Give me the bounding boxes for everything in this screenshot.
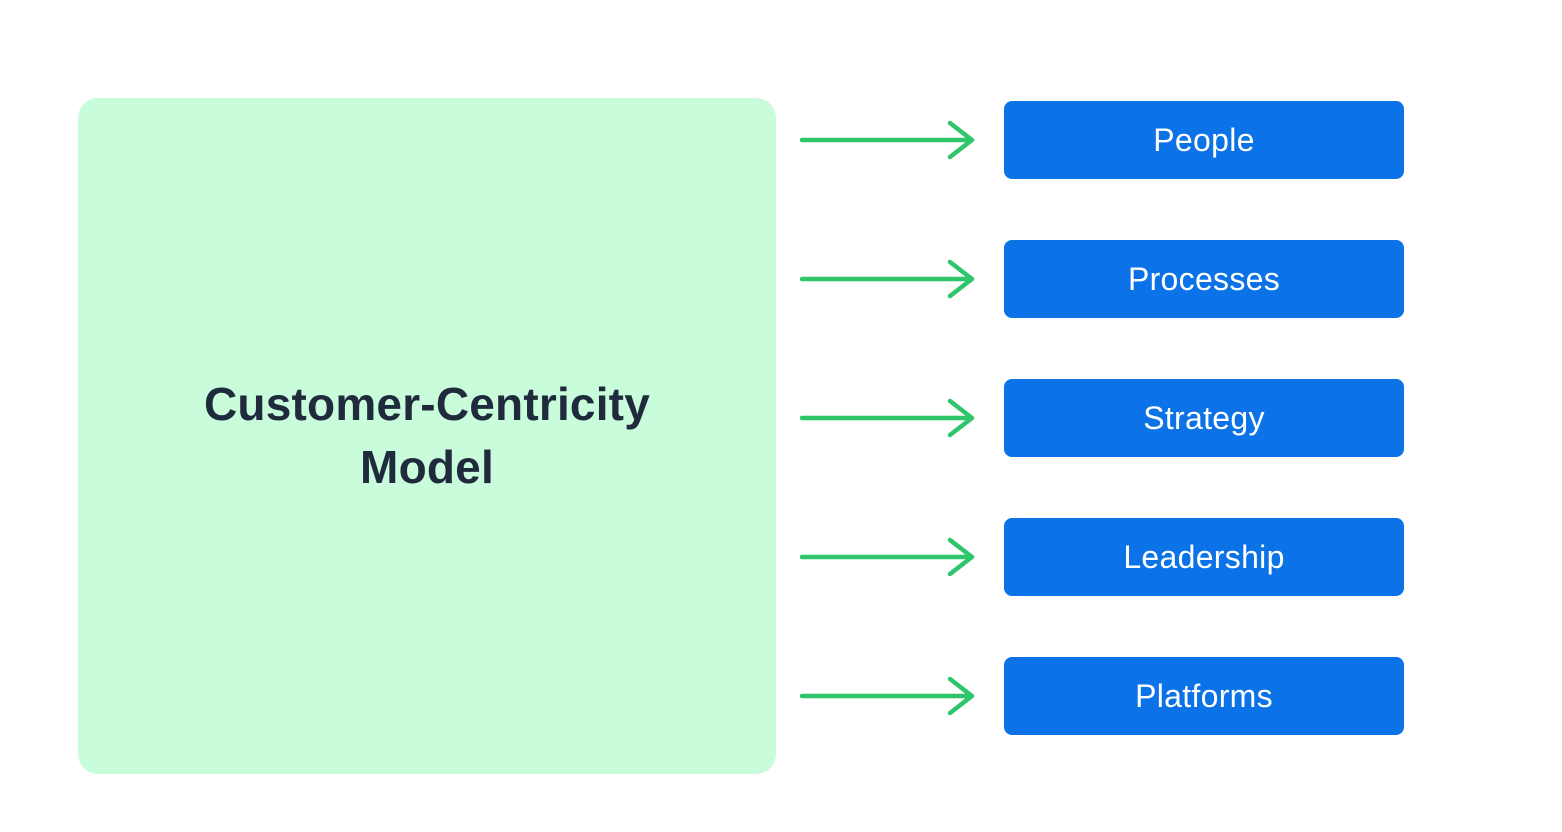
node-people: People [1004,101,1404,179]
branch-row: Leadership [800,518,1404,596]
node-label: People [1153,121,1255,158]
node-label: Processes [1127,260,1281,297]
node-platforms: Platforms [1004,657,1404,735]
node-label: Strategy [1143,399,1265,436]
node-label: Leadership [1123,538,1285,575]
node-processes: Processes [1004,240,1404,318]
arrow-right-icon [800,259,975,299]
arrow-right-icon [800,537,975,577]
node-label: Platforms [1135,677,1273,714]
arrow-right-icon [800,398,975,438]
branch-row: People [800,101,1404,179]
diagram-title: Customer-Centricity Model [204,378,650,493]
branch-row: Strategy [800,379,1404,457]
customer-centricity-panel: Customer-Centricity Model [78,98,776,774]
branch-rows: People Processes Strategy [800,101,1404,735]
arrow-right-icon [800,120,975,160]
node-leadership: Leadership [1004,518,1404,596]
branch-row: Processes [800,240,1404,318]
arrow-right-icon [800,676,975,716]
branch-row: Platforms [800,657,1404,735]
node-strategy: Strategy [1004,379,1404,457]
